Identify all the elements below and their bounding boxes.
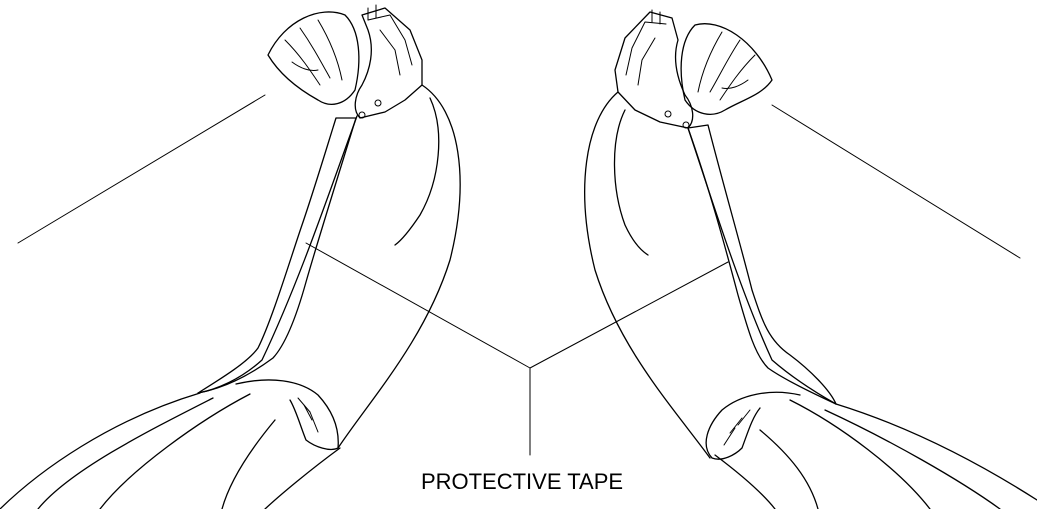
left-pillar-foot <box>235 379 339 451</box>
left-protective-tape <box>197 117 357 394</box>
callout-leaders <box>305 242 729 456</box>
right-pillar-foot <box>705 391 801 460</box>
left-pillar-assembly <box>0 4 461 509</box>
right-protective-tape <box>687 124 837 405</box>
right-windshield-arcs <box>714 399 1037 509</box>
left-pillar-trim <box>197 115 358 394</box>
right-guide-line <box>771 104 1021 259</box>
left-guide-line <box>17 94 266 244</box>
left-clip-detail <box>267 4 423 119</box>
leader-right <box>529 261 729 369</box>
leader-left <box>305 242 531 369</box>
left-windshield-arcs <box>0 392 341 509</box>
right-clip-detail <box>614 9 773 129</box>
right-pillar-trim <box>687 127 837 405</box>
protective-tape-label: PROTECTIVE TAPE <box>421 469 623 494</box>
right-pillar-assembly <box>584 9 1037 509</box>
